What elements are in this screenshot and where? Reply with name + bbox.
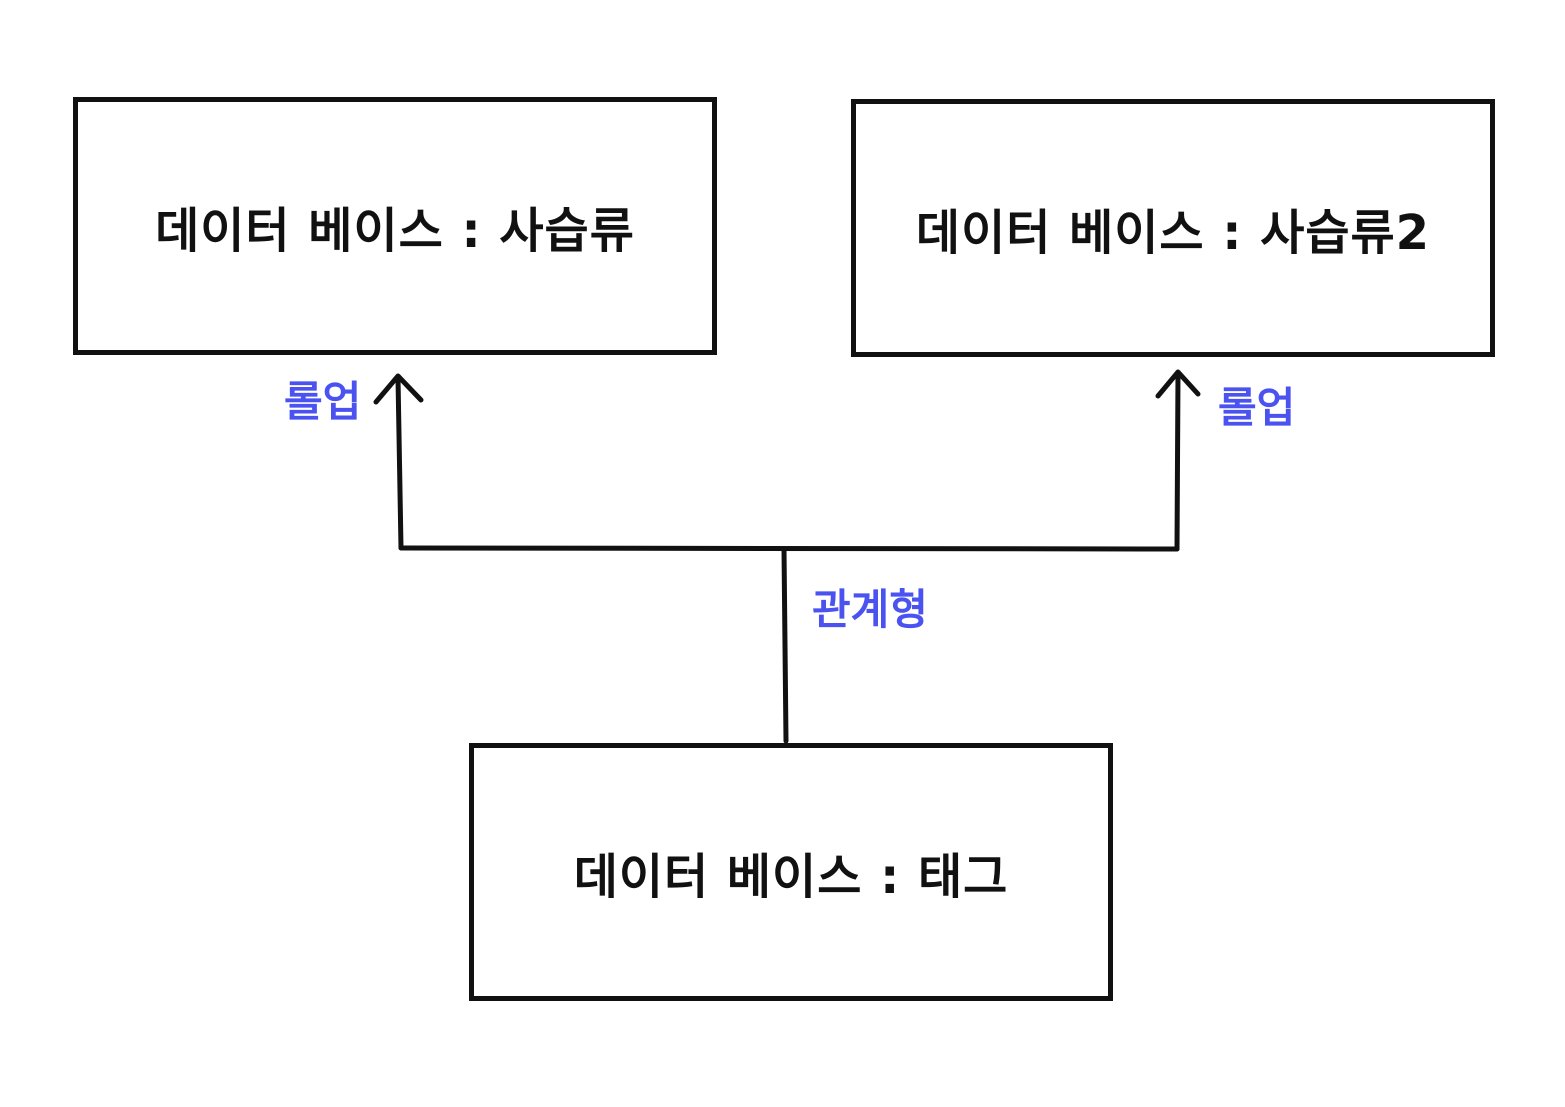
node-database-tag: 데이터 베이스 : 태그 bbox=[469, 743, 1113, 1001]
rollup-left-arrowhead bbox=[373, 373, 424, 405]
relational-stem-line bbox=[781, 546, 789, 744]
node-database-sushi1: 데이터 베이스 : 사습류 bbox=[73, 97, 717, 355]
edge-label-rollup-right: 롤업 bbox=[1218, 383, 1296, 432]
node-database-sushi2: 데이터 베이스 : 사습류2 bbox=[851, 99, 1495, 357]
rollup-left-line bbox=[395, 375, 404, 551]
rollup-right-line bbox=[1174, 371, 1181, 552]
node-label-sushi1: 데이터 베이스 : 사습류 bbox=[155, 203, 635, 259]
node-label-tag: 데이터 베이스 : 태그 bbox=[573, 849, 1009, 905]
rollup-right-arrowhead bbox=[1155, 369, 1201, 399]
junction-bus-line bbox=[398, 545, 1180, 552]
edge-label-relational: 관계형 bbox=[812, 585, 928, 634]
node-label-sushi2: 데이터 베이스 : 사습류2 bbox=[915, 205, 1431, 261]
edge-label-rollup-left: 롤업 bbox=[284, 377, 362, 426]
